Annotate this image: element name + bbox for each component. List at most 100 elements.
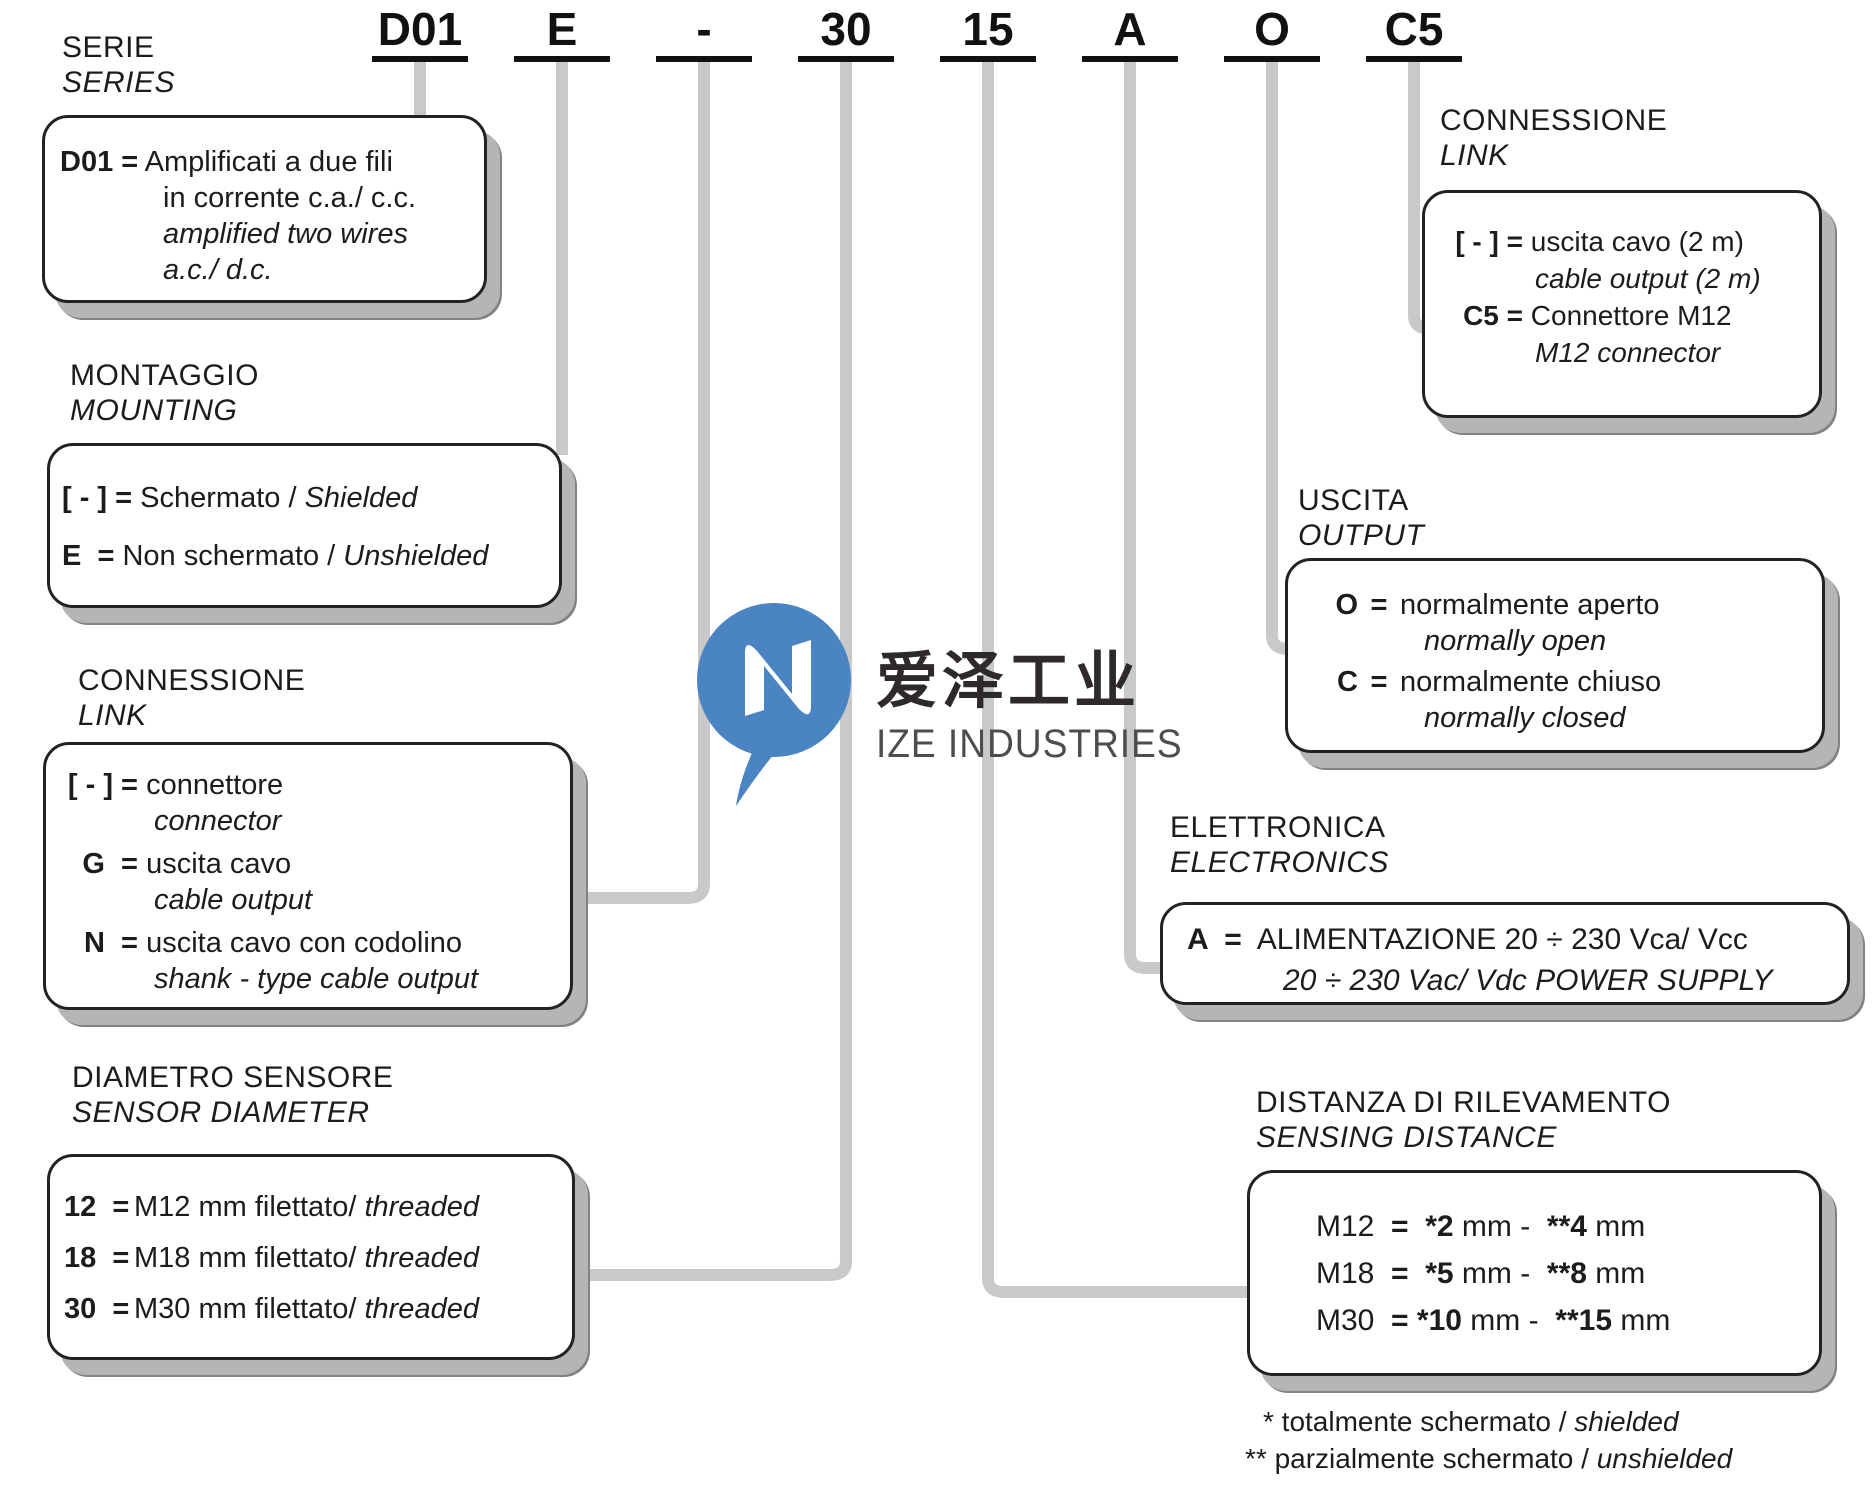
header-title: MONTAGGIO (70, 359, 259, 392)
code-label: E (546, 3, 578, 55)
row-subtext-italic: connector (154, 805, 282, 837)
code-underline (372, 56, 468, 62)
row-key: [ - ] = (62, 482, 133, 514)
distanza-row: M30 = *10 mm - **15 mm (1316, 1297, 1813, 1344)
row-value-1: *2 (1425, 1210, 1454, 1243)
row-key: O (1335, 589, 1358, 621)
elettronica-line-2: 20 ÷ 230 Vac/ Vdc POWER SUPPLY (1283, 964, 1773, 997)
row-equals: = (1370, 589, 1388, 621)
header-title: SERIE (62, 31, 155, 64)
row-subtext-italic: M12 connector (1535, 337, 1721, 368)
code-underline (798, 56, 894, 62)
callout-montaggio: [ - ] = Schermato / Shielded E = Non sch… (47, 443, 562, 608)
diametro-row: 30 =M30 mm filettato/ threaded (64, 1291, 564, 1328)
header-subtitle: SENSOR DIAMETER (72, 1096, 370, 1129)
row-main: G = uscita cavo (54, 846, 562, 882)
logo-circle (697, 603, 851, 757)
footnote-unshielded: ** parzialmente schermato / unshielded (1245, 1440, 1732, 1477)
distanza-row: M18 = *5 mm - **8 mm (1316, 1250, 1813, 1297)
row-equals: = (1370, 666, 1388, 698)
row-key: 18 = (64, 1242, 130, 1274)
distanza-row: M12 = *2 mm - **4 mm (1316, 1203, 1813, 1250)
watermark-latin-text: IZE INDUSTRIES (876, 722, 1183, 766)
serie-text: Amplificati a due fili (144, 146, 393, 178)
row-key: N = (84, 927, 138, 959)
row-text: M30 mm filettato/ (134, 1293, 365, 1325)
row-equals: = (1391, 1304, 1409, 1337)
ize-logo-icon (697, 603, 851, 806)
code-label: 15 (962, 3, 1014, 55)
footnote-text-italic: shielded (1574, 1406, 1679, 1437)
code-label: 30 (820, 3, 872, 55)
code-label: O (1254, 3, 1290, 55)
code-underline (940, 56, 1036, 62)
callout-connessione-left: [ - ] = connettore connector G = uscita … (43, 742, 573, 1010)
connessione-row: [ - ] = connettore connector (54, 767, 562, 839)
diametro-row: 18 =M18 mm filettato/ threaded (64, 1240, 564, 1277)
row-value-2: **8 (1546, 1257, 1587, 1290)
row-key: A = (1187, 923, 1242, 956)
connessione-row: [ - ] = uscita cavo (2 m) cable output (… (1431, 223, 1813, 297)
row-key: C5 = (1463, 300, 1523, 331)
header-elettronica: ELETTRONICA ELECTRONICS (1170, 810, 1389, 880)
code-underline (1366, 56, 1462, 62)
callout-elettronica: A = ALIMENTAZIONE 20 ÷ 230 Vca/ Vcc 20 ÷… (1160, 902, 1850, 1005)
header-title: ELETTRONICA (1170, 811, 1386, 844)
row-label: M30 (1316, 1304, 1375, 1337)
footnotes: * totalmente schermato / shielded ** par… (1245, 1403, 1732, 1477)
header-title: DIAMETRO SENSORE (72, 1061, 394, 1094)
code-segment-series: D01 (355, 4, 485, 62)
header-connessione-left: CONNESSIONE LINK (78, 663, 305, 733)
uscita-row: C=normalmente chiuso normally closed (1294, 664, 1816, 736)
code-segment-diameter: 30 (781, 4, 911, 62)
footnote-shielded: * totalmente schermato / shielded (1263, 1403, 1732, 1440)
wire-15 (982, 60, 1252, 1298)
row-unit-1: mm - (1453, 1210, 1539, 1243)
row-value-1: *10 (1416, 1304, 1462, 1337)
serie-key: D01 = (60, 146, 139, 178)
row-text: Schermato / (140, 482, 305, 514)
row-text-italic: threaded (364, 1293, 479, 1325)
row-unit-2: mm (1586, 1210, 1646, 1243)
row-label: M12 (1316, 1210, 1375, 1243)
code-label: C5 (1384, 3, 1444, 55)
row-text: M18 mm filettato/ (134, 1242, 365, 1274)
row-unit-1: mm - (1461, 1304, 1547, 1337)
footnote-text: ** parzialmente schermato / (1245, 1443, 1597, 1474)
row-key: G = (82, 848, 138, 880)
row-text: uscita cavo con codolino (146, 927, 463, 959)
connessione-row: N = uscita cavo con codolino shank - typ… (54, 925, 562, 997)
row-text: uscita cavo (2 m) (1530, 226, 1744, 257)
header-subtitle: SENSING DISTANCE (1256, 1121, 1557, 1154)
header-serie: SERIE SERIES (62, 30, 175, 100)
row-label: M18 (1316, 1257, 1375, 1290)
row-main: C=normalmente chiuso (1294, 664, 1816, 700)
watermark-cjk-text: 爱泽工业 (876, 647, 1141, 716)
row-key: [ - ] = (67, 769, 138, 801)
row-key: C (1337, 666, 1358, 698)
code-underline (656, 56, 752, 62)
header-title: CONNESSIONE (1440, 104, 1668, 137)
row-subtext-italic: cable output (154, 884, 313, 916)
header-subtitle: OUTPUT (1298, 519, 1425, 552)
header-subtitle: LINK (1440, 139, 1509, 172)
montaggio-row: [ - ] = Schermato / Shielded (62, 480, 549, 516)
code-segment-electronics: A (1065, 4, 1195, 62)
row-value-1: *5 (1425, 1257, 1454, 1290)
row-main: [ - ] = uscita cavo (2 m) (1431, 223, 1813, 260)
connessione-row: C5 = Connettore M12 M12 connector (1431, 297, 1813, 371)
code-segment-link: - (639, 4, 769, 62)
row-main: N = uscita cavo con codolino (54, 925, 562, 961)
callout-diametro: 12 =M12 mm filettato/ threaded 18 =M18 m… (47, 1154, 575, 1360)
serie-line-3: amplified two wires (163, 218, 408, 250)
row-text: normalmente aperto (1400, 589, 1660, 621)
connessione-row: G = uscita cavo cable output (54, 846, 562, 918)
row-subtext-italic: cable output (2 m) (1535, 263, 1761, 294)
row-value-2: **4 (1546, 1210, 1587, 1243)
row-value-2: **15 (1555, 1304, 1612, 1337)
footnote-text-italic: unshielded (1596, 1443, 1733, 1474)
code-underline (514, 56, 610, 62)
header-uscita: USCITA OUTPUT (1298, 483, 1424, 553)
row-text-italic: Unshielded (343, 540, 489, 572)
logo-n-glyph (745, 640, 811, 716)
